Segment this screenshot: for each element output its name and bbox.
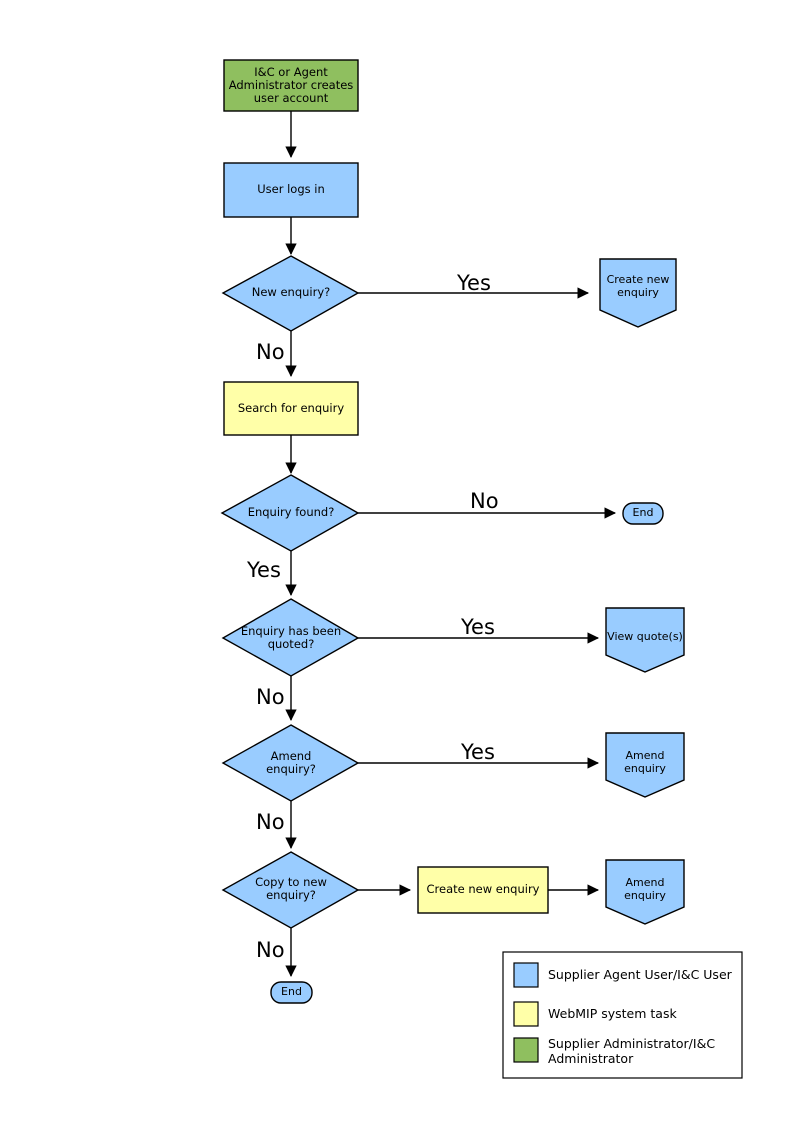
node-admin-creates-user-account[interactable] [223, 59, 359, 112]
node-new-enquiry-decision[interactable] [221, 255, 360, 332]
edge-label-enquiry-found-no: No [470, 489, 499, 513]
node-enquiry-found-decision[interactable] [220, 474, 360, 552]
node-create-new-enquiry-system-task[interactable] [417, 866, 549, 914]
edge-label-new-enquiry-no: No [256, 340, 285, 364]
connector-group [285, 111, 617, 978]
legend-swatch-system-yellow [513, 1001, 539, 1027]
legend-swatch-admin-green [513, 1037, 539, 1063]
legend-label-admin-green: Supplier Administrator/I&C Administrator [548, 1036, 716, 1066]
node-end-terminator-bottom[interactable] [270, 981, 313, 1004]
edge-label-amend-enquiry-yes: Yes [461, 740, 495, 764]
node-user-logs-in[interactable] [223, 162, 359, 218]
node-amend-enquiry-decision[interactable] [221, 724, 360, 802]
legend-label-system-yellow: WebMIP system task [548, 1006, 677, 1021]
node-end-terminator-top[interactable] [622, 502, 664, 525]
edge-label-new-enquiry-yes: Yes [457, 271, 491, 295]
legend-box [502, 951, 743, 1079]
edge-label-amend-enquiry-no: No [256, 810, 285, 834]
legend-swatch-user-blue [513, 962, 539, 988]
node-create-new-enquiry-action[interactable] [599, 258, 677, 328]
node-search-for-enquiry[interactable] [223, 381, 359, 436]
edge-label-enquiry-quoted-no: No [256, 685, 285, 709]
legend-label-user-blue: Supplier Agent User/I&C User [548, 967, 732, 982]
edge-label-enquiry-quoted-yes: Yes [461, 615, 495, 639]
node-amend-enquiry-action[interactable] [605, 732, 685, 798]
node-amend-enquiry-action-2[interactable] [605, 859, 685, 925]
node-copy-to-new-enquiry-decision[interactable] [221, 851, 360, 929]
node-view-quotes-action[interactable] [605, 607, 685, 673]
edge-label-copy-to-new-enquiry-no: No [256, 938, 285, 962]
node-enquiry-quoted-decision[interactable] [221, 598, 360, 677]
edge-label-enquiry-found-yes: Yes [247, 558, 281, 582]
